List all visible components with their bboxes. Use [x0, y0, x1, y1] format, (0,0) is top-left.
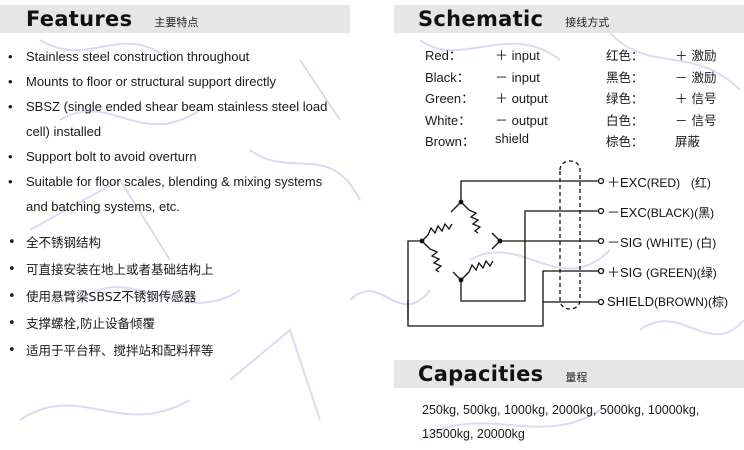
capacities-line: 13500kg, 20000kg — [422, 427, 525, 441]
wire-signal-cn: － 信号 — [675, 112, 717, 128]
wire-name-cn: 绿色： — [606, 91, 644, 106]
wire-row: White： － output 白色： － 信号 — [425, 110, 744, 132]
list-item: Support bolt to avoid overturn — [8, 144, 338, 169]
terminal-color-cn: (黑) — [694, 206, 715, 220]
terminal-color: (BROWN) — [653, 295, 708, 309]
terminal-color-cn: (白) — [696, 236, 717, 250]
features-list-cn: 全不锈钢结构 可直接安装在地上或者基础结构上 使用悬臂梁SBSZ不锈钢传感器 支… — [8, 229, 338, 364]
list-item: 全不锈钢结构 — [8, 229, 338, 256]
features-title-cn: 主要特点 — [154, 16, 199, 29]
wire-name: Green： — [425, 91, 475, 106]
plus-sig-wire-lower — [407, 267, 605, 327]
capacities-title-cn: 量程 — [565, 371, 588, 384]
wire-signal: shield — [495, 131, 529, 146]
terminal-label: －EXC — [607, 205, 647, 220]
wire-signal-cn: 屏蔽 — [675, 134, 701, 149]
capacities-list: 250kg, 500kg, 1000kg, 2000kg, 5000kg, 10… — [422, 398, 732, 446]
wire-name-cn: 棕色： — [606, 134, 644, 149]
terminal-minus-exc: －EXC(BLACK)(黑) — [607, 202, 714, 221]
terminal-color: (WHITE) — [646, 236, 693, 250]
wire-signal: ＋ output — [495, 91, 548, 106]
list-item: 支撑螺栓,防止设备倾覆 — [8, 310, 338, 337]
capacities-line: 250kg, 500kg, 1000kg, 2000kg, 5000kg, 10… — [422, 403, 700, 417]
wire-row: Black： － input 黑色： － 激励 — [425, 67, 744, 89]
wire-color-table: Red： ＋ input 红色： ＋ 激励 Black： － input 黑色：… — [425, 45, 744, 153]
terminal-color: (RED) — [646, 176, 681, 190]
wire-name-cn: 红色： — [606, 48, 644, 63]
wire-plus-sig — [407, 240, 422, 320]
terminal-color: (BLACK) — [646, 206, 695, 220]
terminal-label: －SIG — [607, 235, 643, 250]
wire-row: Brown： shield 棕色： 屏蔽 — [425, 131, 744, 153]
wire-name: Black： — [425, 69, 470, 85]
list-item: Stainless steel construction throughout — [8, 44, 338, 69]
terminal-color-cn: (绿) — [696, 266, 717, 280]
wire-signal: － input — [495, 69, 540, 85]
terminal-color: (GREEN) — [646, 266, 697, 280]
wire-row: Red： ＋ input 红色： ＋ 激励 — [425, 45, 744, 67]
wire-signal-cn: ＋ 信号 — [675, 91, 717, 106]
terminal-label: SHIELD — [607, 294, 654, 309]
wire-signal: － output — [495, 112, 548, 128]
terminal-shield: SHIELD(BROWN)(棕) — [607, 293, 728, 310]
features-title: Features — [26, 7, 133, 31]
wire-minus-exc — [460, 210, 600, 302]
schematic-header: Schematic 接线方式 — [394, 5, 744, 33]
wire-plus-exc — [460, 180, 600, 202]
wire-signal-cn: ＋ 激励 — [675, 48, 717, 63]
terminal-minus-sig: －SIG (WHITE) (白) — [607, 232, 716, 251]
wire-name-cn: 黑色： — [606, 69, 644, 85]
terminal-color-cn: (红) — [690, 176, 711, 190]
terminal-color-cn: (棕) — [707, 295, 728, 309]
terminal-label: ＋SIG — [607, 265, 643, 280]
features-list-en: Stainless steel construction throughout … — [8, 44, 338, 219]
shield-outline — [559, 160, 581, 310]
list-item: Mounts to floor or structural support di… — [8, 69, 338, 94]
terminal-plus-sig: ＋SIG (GREEN)(绿) — [607, 262, 717, 281]
list-item: 适用于平台秤、搅拌站和配料秤等 — [8, 337, 338, 364]
capacities-header: Capacities 量程 — [394, 360, 744, 388]
terminal-plus-exc: ＋EXC(RED) (红) — [607, 172, 711, 191]
wire-signal: ＋ input — [495, 48, 540, 63]
terminal-label: ＋EXC — [607, 175, 647, 190]
wire-name: White： — [425, 112, 472, 128]
wire-signal-cn: － 激励 — [675, 69, 717, 85]
wire-name: Red： — [425, 48, 462, 63]
list-item: 可直接安装在地上或者基础结构上 — [8, 256, 338, 283]
schematic-title-cn: 接线方式 — [565, 16, 610, 29]
list-item: 使用悬臂梁SBSZ不锈钢传感器 — [8, 283, 338, 310]
list-item: Suitable for floor scales, blending & mi… — [8, 169, 338, 219]
capacities-title: Capacities — [418, 362, 544, 386]
list-item: SBSZ (single ended shear beam stainless … — [8, 94, 338, 144]
wire-row: Green： ＋ output 绿色： ＋ 信号 — [425, 88, 744, 110]
schematic-title: Schematic — [418, 7, 544, 31]
features-header: Features 主要特点 — [0, 5, 350, 33]
wire-name: Brown： — [425, 134, 475, 149]
wire-name-cn: 白色： — [606, 112, 644, 128]
wheatstone-bridge-diagram — [407, 160, 605, 320]
